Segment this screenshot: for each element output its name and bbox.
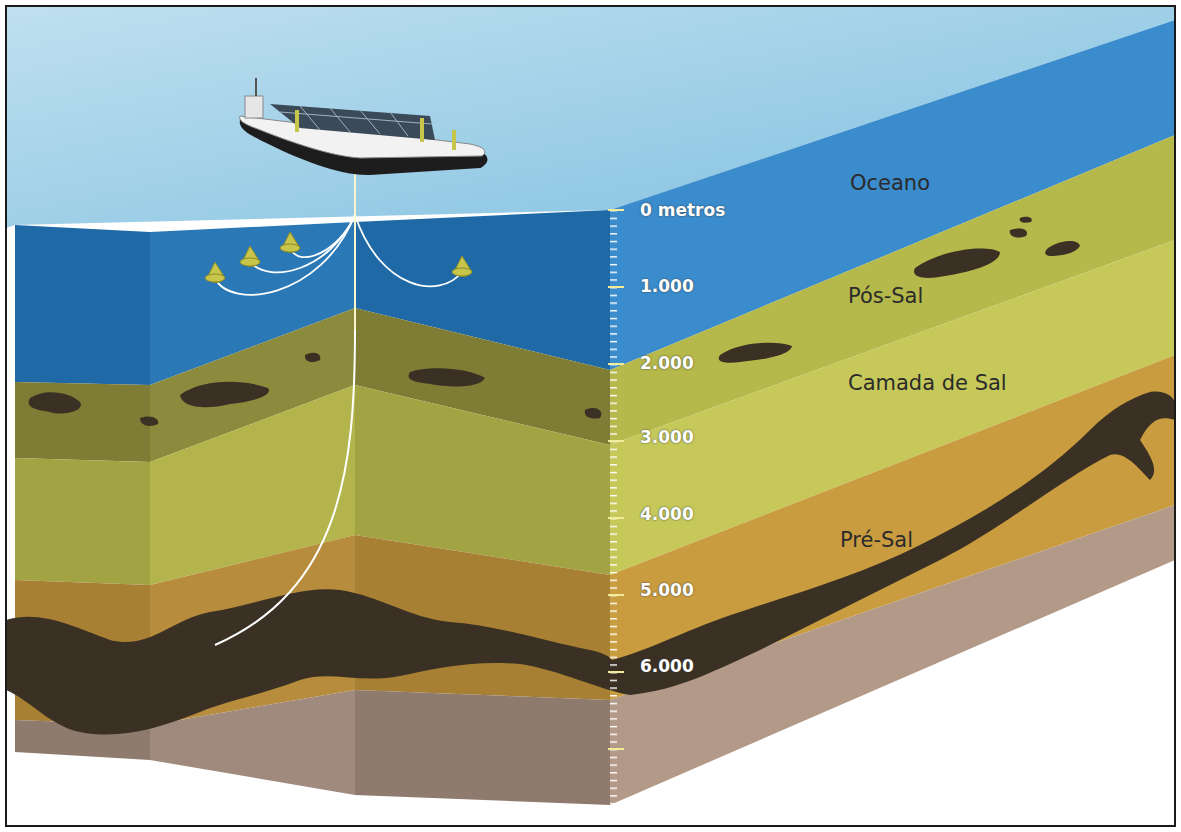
layer-name: Pré-Sal <box>840 528 913 552</box>
depth-mark: 6.000 <box>640 656 694 676</box>
depth-mark: 5.000 <box>640 580 694 600</box>
fpso-ship <box>240 78 488 175</box>
depth-mark: 2.000 <box>640 353 694 373</box>
depth-mark: 0 metros <box>640 200 725 220</box>
depth-mark: 3.000 <box>640 427 694 447</box>
layer-name: Oceano <box>850 171 930 195</box>
depth-mark: 4.000 <box>640 504 694 524</box>
layer-name: Pós-Sal <box>848 284 923 308</box>
depth-mark: 1.000 <box>640 276 694 296</box>
layer-name: Camada de Sal <box>848 371 1007 395</box>
